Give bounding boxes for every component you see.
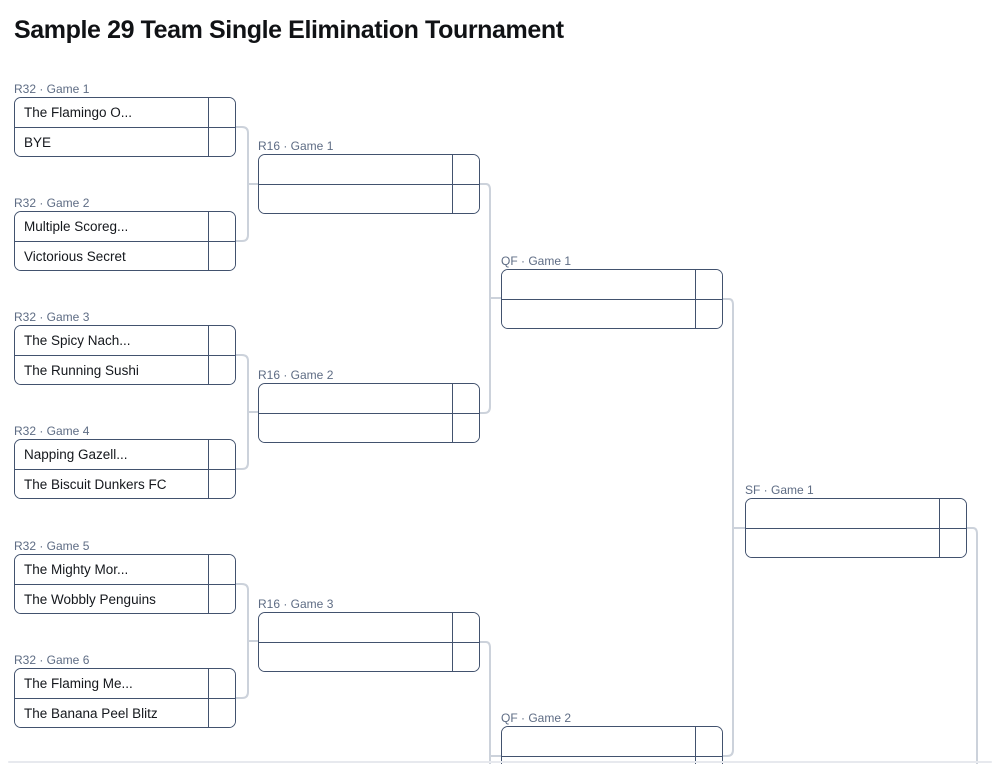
bottom-team-score[interactable] bbox=[452, 642, 479, 671]
bottom-team-name[interactable]: The Running Sushi bbox=[15, 355, 208, 384]
top-team-score[interactable] bbox=[452, 613, 479, 642]
match-box[interactable]: Napping Gazell... The Biscuit Dunkers FC bbox=[14, 439, 236, 499]
bottom-team-score[interactable] bbox=[208, 469, 235, 498]
match-qf-game-2: QF · Game 2 bbox=[501, 711, 723, 764]
match-box[interactable] bbox=[258, 612, 480, 672]
bottom-team-name[interactable] bbox=[259, 413, 452, 442]
match-r32-game-4: R32 · Game 4 Napping Gazell... The Biscu… bbox=[14, 424, 236, 499]
top-team-score[interactable] bbox=[452, 384, 479, 413]
match-label: R32 · Game 6 bbox=[14, 653, 90, 667]
match-box[interactable] bbox=[501, 269, 723, 329]
top-team-score[interactable] bbox=[695, 270, 722, 299]
match-box[interactable] bbox=[258, 383, 480, 443]
top-team-name[interactable]: The Mighty Mor... bbox=[15, 555, 208, 584]
bottom-team-score[interactable] bbox=[452, 184, 479, 213]
bottom-team-name[interactable] bbox=[502, 756, 695, 764]
match-label: R32 · Game 3 bbox=[14, 310, 90, 324]
bottom-team-name[interactable] bbox=[502, 299, 695, 328]
top-team-name[interactable]: The Flamingo O... bbox=[15, 98, 208, 127]
match-label: R32 · Game 1 bbox=[14, 82, 90, 96]
top-team-score[interactable] bbox=[939, 499, 966, 528]
top-team-name[interactable] bbox=[502, 270, 695, 299]
match-label: R32 · Game 4 bbox=[14, 424, 90, 438]
match-box[interactable]: The Flamingo O... BYE bbox=[14, 97, 236, 157]
match-r32-game-5: R32 · Game 5 The Mighty Mor... The Wobbl… bbox=[14, 539, 236, 614]
top-team-name[interactable] bbox=[502, 727, 695, 756]
match-r32-game-1: R32 · Game 1 The Flamingo O... BYE bbox=[14, 82, 236, 157]
bottom-team-name[interactable]: Victorious Secret bbox=[15, 241, 208, 270]
top-team-score[interactable] bbox=[208, 212, 235, 241]
match-r16-game-2: R16 · Game 2 bbox=[258, 368, 480, 443]
match-box[interactable]: The Spicy Nach... The Running Sushi bbox=[14, 325, 236, 385]
match-r32-game-2: R32 · Game 2 Multiple Scoreg... Victorio… bbox=[14, 196, 236, 271]
match-box[interactable]: The Flaming Me... The Banana Peel Blitz bbox=[14, 668, 236, 728]
bottom-team-name[interactable]: The Biscuit Dunkers FC bbox=[15, 469, 208, 498]
match-r32-game-6: R32 · Game 6 The Flaming Me... The Banan… bbox=[14, 653, 236, 728]
match-r16-game-3: R16 · Game 3 bbox=[258, 597, 480, 672]
match-box[interactable] bbox=[501, 726, 723, 764]
horizontal-scrollbar[interactable] bbox=[8, 761, 992, 763]
bottom-team-name[interactable] bbox=[746, 528, 939, 557]
top-team-score[interactable] bbox=[452, 155, 479, 184]
top-team-name[interactable] bbox=[746, 499, 939, 528]
bottom-team-score[interactable] bbox=[208, 127, 235, 156]
match-sf-game-1: SF · Game 1 bbox=[745, 483, 967, 558]
match-qf-game-1: QF · Game 1 bbox=[501, 254, 723, 329]
bottom-team-score[interactable] bbox=[939, 528, 966, 557]
bottom-team-name[interactable] bbox=[259, 184, 452, 213]
top-team-name[interactable]: The Spicy Nach... bbox=[15, 326, 208, 355]
bottom-team-name[interactable]: The Wobbly Penguins bbox=[15, 584, 208, 613]
match-label: QF · Game 1 bbox=[501, 254, 572, 268]
match-box[interactable]: Multiple Scoreg... Victorious Secret bbox=[14, 211, 236, 271]
top-team-score[interactable] bbox=[695, 727, 722, 756]
match-box[interactable]: The Mighty Mor... The Wobbly Penguins bbox=[14, 554, 236, 614]
top-team-name[interactable] bbox=[259, 384, 452, 413]
bottom-team-score[interactable] bbox=[452, 413, 479, 442]
page-title: Sample 29 Team Single Elimination Tourna… bbox=[14, 16, 564, 44]
match-label: R32 · Game 5 bbox=[14, 539, 90, 553]
top-team-score[interactable] bbox=[208, 440, 235, 469]
bottom-team-name[interactable] bbox=[259, 642, 452, 671]
bottom-team-score[interactable] bbox=[208, 241, 235, 270]
bottom-team-score[interactable] bbox=[208, 355, 235, 384]
top-team-score[interactable] bbox=[208, 555, 235, 584]
top-team-name[interactable] bbox=[259, 155, 452, 184]
match-label: R16 · Game 3 bbox=[258, 597, 334, 611]
bottom-team-name[interactable]: The Banana Peel Blitz bbox=[15, 698, 208, 727]
bottom-team-score[interactable] bbox=[208, 584, 235, 613]
match-label: R16 · Game 2 bbox=[258, 368, 334, 382]
bottom-team-name[interactable]: BYE bbox=[15, 127, 208, 156]
match-label: R16 · Game 1 bbox=[258, 139, 334, 153]
bottom-team-score[interactable] bbox=[695, 299, 722, 328]
top-team-score[interactable] bbox=[208, 669, 235, 698]
match-label: SF · Game 1 bbox=[745, 483, 814, 497]
match-r16-game-1: R16 · Game 1 bbox=[258, 139, 480, 214]
match-box[interactable] bbox=[258, 154, 480, 214]
match-box[interactable] bbox=[745, 498, 967, 558]
top-team-name[interactable]: Multiple Scoreg... bbox=[15, 212, 208, 241]
match-label: QF · Game 2 bbox=[501, 711, 572, 725]
bottom-team-score[interactable] bbox=[208, 698, 235, 727]
top-team-name[interactable]: Napping Gazell... bbox=[15, 440, 208, 469]
match-label: R32 · Game 2 bbox=[14, 196, 90, 210]
top-team-score[interactable] bbox=[208, 98, 235, 127]
top-team-name[interactable] bbox=[259, 613, 452, 642]
match-r32-game-3: R32 · Game 3 The Spicy Nach... The Runni… bbox=[14, 310, 236, 385]
top-team-name[interactable]: The Flaming Me... bbox=[15, 669, 208, 698]
top-team-score[interactable] bbox=[208, 326, 235, 355]
bottom-team-score[interactable] bbox=[695, 756, 722, 764]
